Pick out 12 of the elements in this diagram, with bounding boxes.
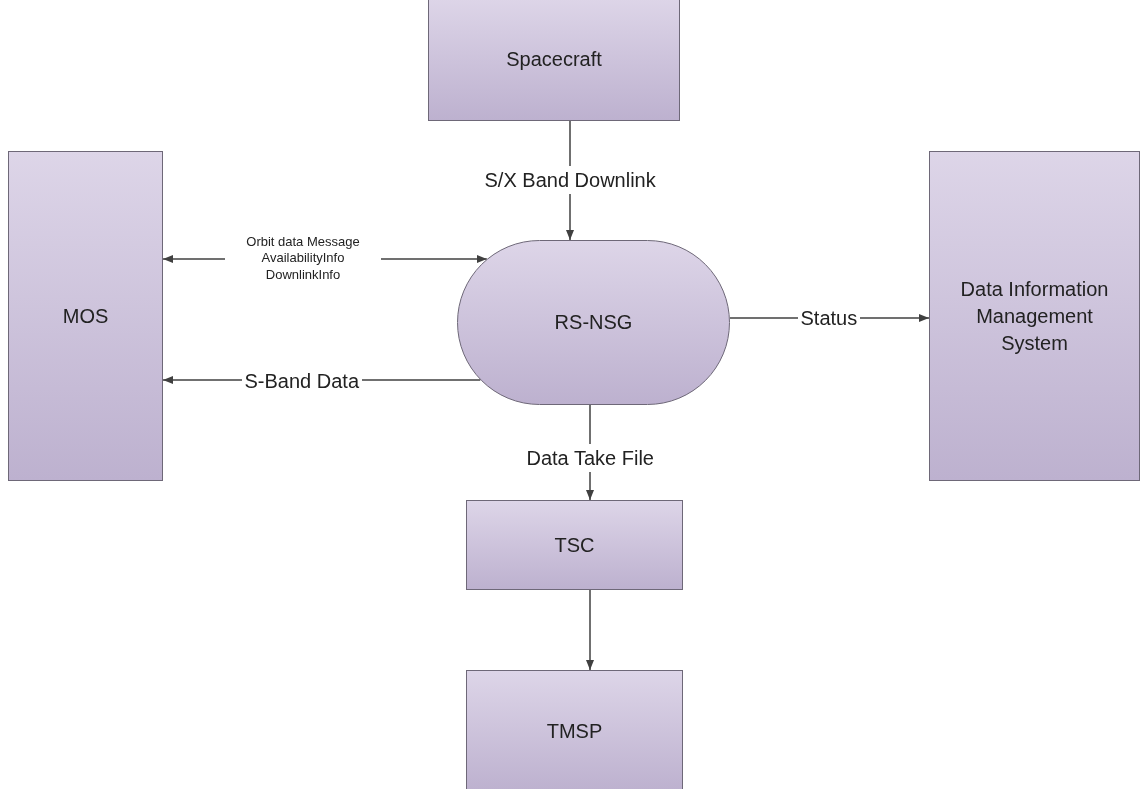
process-box xyxy=(929,151,1140,481)
node-label: TSC xyxy=(554,532,595,558)
process-box xyxy=(466,500,683,590)
arrow xyxy=(586,589,594,671)
node-label: MOS xyxy=(62,303,109,329)
node-label: TMSP xyxy=(546,718,603,744)
node-label: RS-NSG xyxy=(554,310,633,335)
process-box xyxy=(428,0,680,121)
process-box xyxy=(8,151,163,481)
node-label: Spacecraft xyxy=(506,47,602,72)
process-box xyxy=(466,670,683,789)
node-label: Data Information Management System xyxy=(959,276,1110,356)
